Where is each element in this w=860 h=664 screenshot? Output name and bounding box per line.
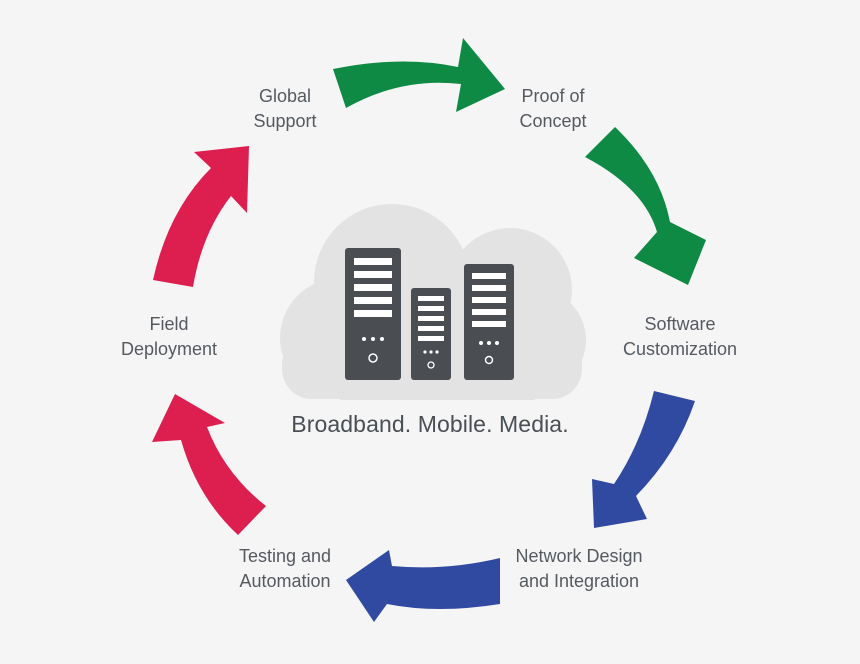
center-caption: Broadband. Mobile. Media. [291,411,569,437]
server-tower-icon [411,288,451,380]
cycle-arrow-green-top [333,38,505,112]
cycle-arrow-green-right [585,127,706,285]
stage-label-line: Concept [519,111,587,131]
stage-label-line: Global [258,86,312,106]
stage-label-global-support: Global Support [230,84,340,134]
stage-label-line: Proof of [521,86,585,106]
stage-label-software-customization: Software Customization [605,312,755,362]
stage-label-testing-automation: Testing and Automation [215,544,355,594]
stage-label-line: Automation [239,571,331,591]
stage-label-field-deployment: Field Deployment [104,312,234,362]
server-tower-icon [464,264,514,380]
stage-label-network-design: Network Design and Integration [494,544,664,594]
stage-label-line: Customization [622,339,738,359]
cycle-arrow-blue-right [592,391,695,528]
stage-label-line: and Integration [518,571,640,591]
stage-label-line: Field [149,314,189,334]
server-tower-icon [345,248,401,380]
cycle-arrow-blue-bottom [346,550,500,622]
cycle-arrow-red-left [152,394,266,535]
cycle-arrow-red-top [153,146,249,287]
stage-label-line: Software [644,314,716,334]
stage-label-line: Support [253,111,317,131]
stage-label-line: Deployment [120,339,218,359]
stage-label-proof-of-concept: Proof of Concept [498,84,608,134]
stage-label-line: Network Design [515,546,643,566]
stage-label-line: Testing and [238,546,332,566]
